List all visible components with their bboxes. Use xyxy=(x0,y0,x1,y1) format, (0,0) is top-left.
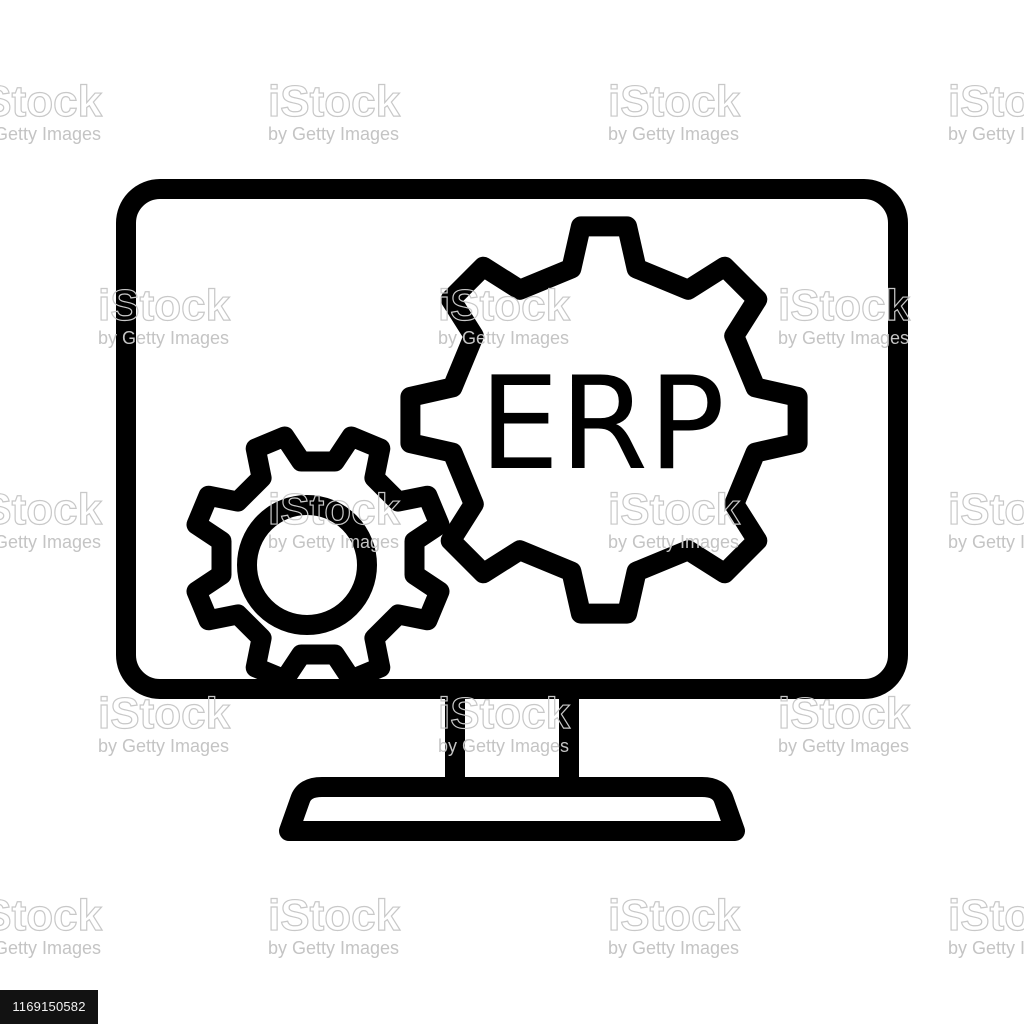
watermark-brand: iStock xyxy=(608,77,741,126)
watermark-credit: by Getty Images xyxy=(948,532,1024,552)
watermark-brand: iStock xyxy=(98,281,231,330)
watermark-credit: by Getty Images xyxy=(268,938,399,958)
watermark-credit: by Getty Images xyxy=(608,532,739,552)
watermark-credit: by Getty Images xyxy=(608,124,739,144)
watermark-brand: iStock xyxy=(948,891,1024,940)
monitor-stand xyxy=(279,777,745,841)
large-gear-icon xyxy=(400,216,808,624)
monitor-neck xyxy=(445,699,579,787)
watermark-brand: iStock xyxy=(608,485,741,534)
watermark-brand: iStock xyxy=(268,891,401,940)
watermark-credit: by Getty Images xyxy=(0,938,101,958)
watermark-credit: by Getty Images xyxy=(778,736,909,756)
watermark-credit: by Getty Images xyxy=(608,938,739,958)
watermark-credit: by Getty Images xyxy=(438,736,569,756)
watermark-brand: iStock xyxy=(98,689,231,738)
image-id-label: 1169150582 xyxy=(0,990,98,1024)
small-gear-icon xyxy=(186,426,450,690)
watermark-brand: iStock xyxy=(268,485,401,534)
watermark-brand: iStock xyxy=(608,891,741,940)
watermark-credit: by Getty Images xyxy=(778,328,909,348)
watermark-credit: by Getty Images xyxy=(948,938,1024,958)
watermark-brand: iStock xyxy=(0,891,103,940)
monitor-screen xyxy=(116,179,908,699)
watermark-brand: iStock xyxy=(778,689,911,738)
watermark-brand: iStock xyxy=(0,77,103,126)
watermark-brand: iStock xyxy=(268,77,401,126)
small-gear-hub xyxy=(237,495,377,635)
watermark-brand: iStock xyxy=(438,281,571,330)
watermark-brand: iStock xyxy=(0,485,103,534)
watermark-brand: iStock xyxy=(438,689,571,738)
watermark-credit: by Getty Images xyxy=(268,124,399,144)
watermark-brand: iStock xyxy=(948,77,1024,126)
watermark-credit: by Getty Images xyxy=(98,736,229,756)
watermark-brand: iStock xyxy=(948,485,1024,534)
watermark-credit: by Getty Images xyxy=(438,328,569,348)
watermark-brand: iStock xyxy=(778,281,911,330)
watermark-credit: by Getty Images xyxy=(948,124,1024,144)
watermark-credit: by Getty Images xyxy=(98,328,229,348)
watermark-credit: by Getty Images xyxy=(0,124,101,144)
watermark-credit: by Getty Images xyxy=(268,532,399,552)
watermark-credit: by Getty Images xyxy=(0,532,101,552)
erp-label: ERP xyxy=(479,350,725,499)
